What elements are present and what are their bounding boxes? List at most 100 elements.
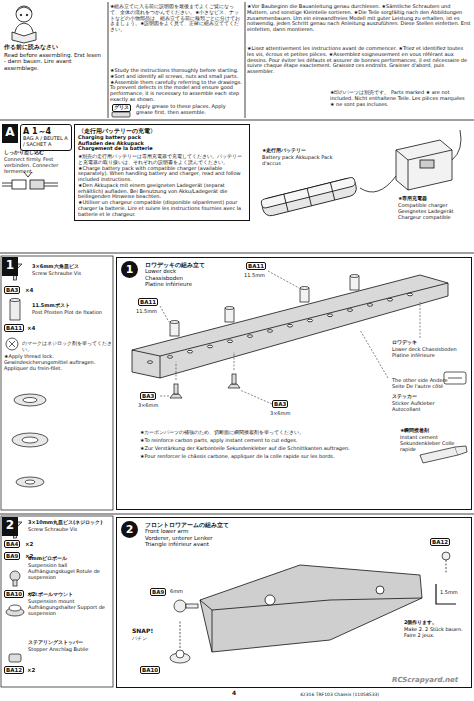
label-text: ★走行用バッテリー <box>262 148 342 154</box>
label-text: ★Apply thread lock. Gewindesicherungsmit… <box>4 354 112 371</box>
label-text: ★カーボンパーツの補強のため、切断面に瞬間接着剤を塗ってください。 <box>140 430 390 436</box>
battery-pack <box>284 183 335 212</box>
part-code: BA11 <box>4 324 24 332</box>
label-text: ロワデッキ <box>392 340 470 346</box>
node-text: ★Utiliser un chargeur compatible (dispon… <box>78 200 246 217</box>
connector-plug <box>12 180 26 189</box>
label-text: ★専用充電器 <box>398 196 472 202</box>
label-text: 3×6mm <box>270 411 298 417</box>
label-text: ×4 <box>27 325 41 331</box>
lower-deck <box>367 304 372 307</box>
reader-figure <box>12 32 36 43</box>
parts-column-frame <box>1 256 113 687</box>
post-icon <box>10 298 20 320</box>
connector-plug <box>2 172 58 189</box>
label-text: ×2 <box>27 667 41 673</box>
label-text: 42316 TRF103 Chassis (11058533) <box>300 692 450 697</box>
node-heading: 1 <box>121 261 138 278</box>
part-code: BA3 <box>272 400 288 408</box>
battery-pack <box>261 177 359 218</box>
ball-stud <box>186 604 198 608</box>
label-text: Battery pack Akkupack Pack d'accus <box>262 155 342 167</box>
ball-icons <box>9 654 21 662</box>
label-text: 2個作ります。 <box>404 620 468 626</box>
node-heading: 1 <box>2 257 18 273</box>
node-text: Lower deck <box>145 268 467 274</box>
part-code: BA11 <box>138 298 158 306</box>
node-heading: 2 <box>2 517 18 533</box>
section-rule <box>245 2 246 118</box>
node-text: ロワデッキの組み立て <box>145 262 467 268</box>
label-text: Compatible charger Geeignetes Ladegerät … <box>398 203 472 220</box>
post-parts <box>350 276 359 290</box>
label-text: ★瞬間接着剤 <box>400 428 470 434</box>
screw-parts <box>232 374 236 384</box>
label-text: ★印のパーツは別売です。 Parts marked ★ are not incl… <box>330 90 470 107</box>
screw-parts <box>170 374 240 398</box>
section-rule <box>0 2 474 514</box>
node-heading: A 1～4 <box>23 127 69 136</box>
post-parts <box>350 275 359 278</box>
label-text: 11.5mm <box>244 273 272 279</box>
ball-stud <box>170 552 450 663</box>
part-code: BA12 <box>430 538 450 546</box>
cement-tube <box>455 446 467 455</box>
charger <box>396 140 452 190</box>
node-text: ★Charge battery pack with compatible cha… <box>78 166 246 183</box>
part-code: BA11 <box>246 262 266 270</box>
post-parts <box>300 288 309 302</box>
step-badge: 1 <box>2 257 18 276</box>
cement-tube <box>420 447 458 463</box>
label-text: ★Study the instructions thoroughly befor… <box>110 68 242 103</box>
battery-pack <box>261 177 359 218</box>
front-lower-arm <box>200 565 422 652</box>
label-text: ×2 <box>25 553 39 559</box>
part-code: BA10 <box>140 666 160 674</box>
sticker <box>448 378 462 379</box>
lower-deck <box>347 309 352 312</box>
charger <box>420 160 434 168</box>
front-lower-arm <box>200 598 422 652</box>
label-text: 11.5mmポスト <box>32 303 112 309</box>
section-rule <box>108 2 109 118</box>
label-text: しっかり差し込む <box>4 150 68 156</box>
label-text: ★Vor Baubeginn die Bauanleitung genau du… <box>247 4 471 33</box>
thread-lock-symbol <box>9 341 15 347</box>
node-text: Chargement de la batterie <box>78 146 246 152</box>
lower-deck <box>132 275 448 378</box>
part-code: BA12 <box>4 666 24 674</box>
part-code: BA3 <box>140 392 156 400</box>
section-rule <box>0 120 474 121</box>
thread-lock-symbol <box>6 338 18 350</box>
lower-deck <box>167 356 172 359</box>
node-text: ★Den Akkupack mit einem geeigneten Ladeg… <box>78 183 246 200</box>
part-code: BA10 <box>4 590 24 598</box>
connector-plug <box>2 183 58 186</box>
ring-parts <box>22 437 38 443</box>
label-text: Screw Schraube Vis <box>28 527 112 533</box>
ring-parts <box>12 433 48 447</box>
lower-deck <box>327 314 332 317</box>
ball-icons <box>6 571 24 662</box>
label-text: 4 <box>232 690 242 697</box>
charger <box>396 130 461 190</box>
label-text: ★To reinforce carbon parts, apply instan… <box>140 438 390 444</box>
lower-deck <box>227 340 232 343</box>
lower-deck <box>147 293 412 363</box>
ball-stud <box>442 552 450 560</box>
label-text: ステッカー <box>392 394 442 400</box>
label-text: ×2 <box>25 541 39 547</box>
thread-lock-symbol <box>6 338 18 350</box>
lower-deck <box>247 335 252 338</box>
label-text: ×2 <box>27 591 41 597</box>
label-text: Sticker Aufkleber Autocollant <box>392 401 442 413</box>
ball-icons <box>9 605 21 611</box>
ball-icons <box>10 571 20 581</box>
post-parts <box>300 287 309 290</box>
node-text: Chassisboden <box>145 275 467 281</box>
label-text: 作る前に読みなさい <box>4 44 104 50</box>
label-text: ★組み立てに入る前に説明図を最後までよくご覧になって、全体の流れをつかんでくださ… <box>110 4 242 33</box>
label-text: ★Lisez attentivement les instructions av… <box>247 46 471 75</box>
lower-deck <box>407 293 412 296</box>
